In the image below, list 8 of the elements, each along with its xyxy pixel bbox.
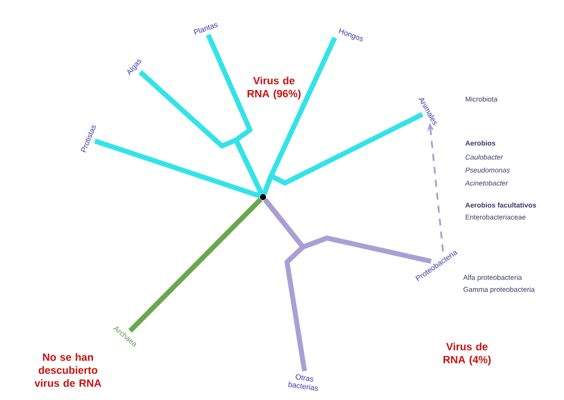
branch-line <box>262 112 424 195</box>
heading-text: Virus de RNA (4%) <box>444 342 491 366</box>
branch-line <box>206 34 264 196</box>
heading-text: No se han descubierto virus de RNA <box>34 353 102 387</box>
branch-line <box>263 198 307 372</box>
heading-text: Virus de RNA (96%) <box>248 76 301 100</box>
branch-line <box>128 198 263 333</box>
branch-line <box>94 138 261 198</box>
